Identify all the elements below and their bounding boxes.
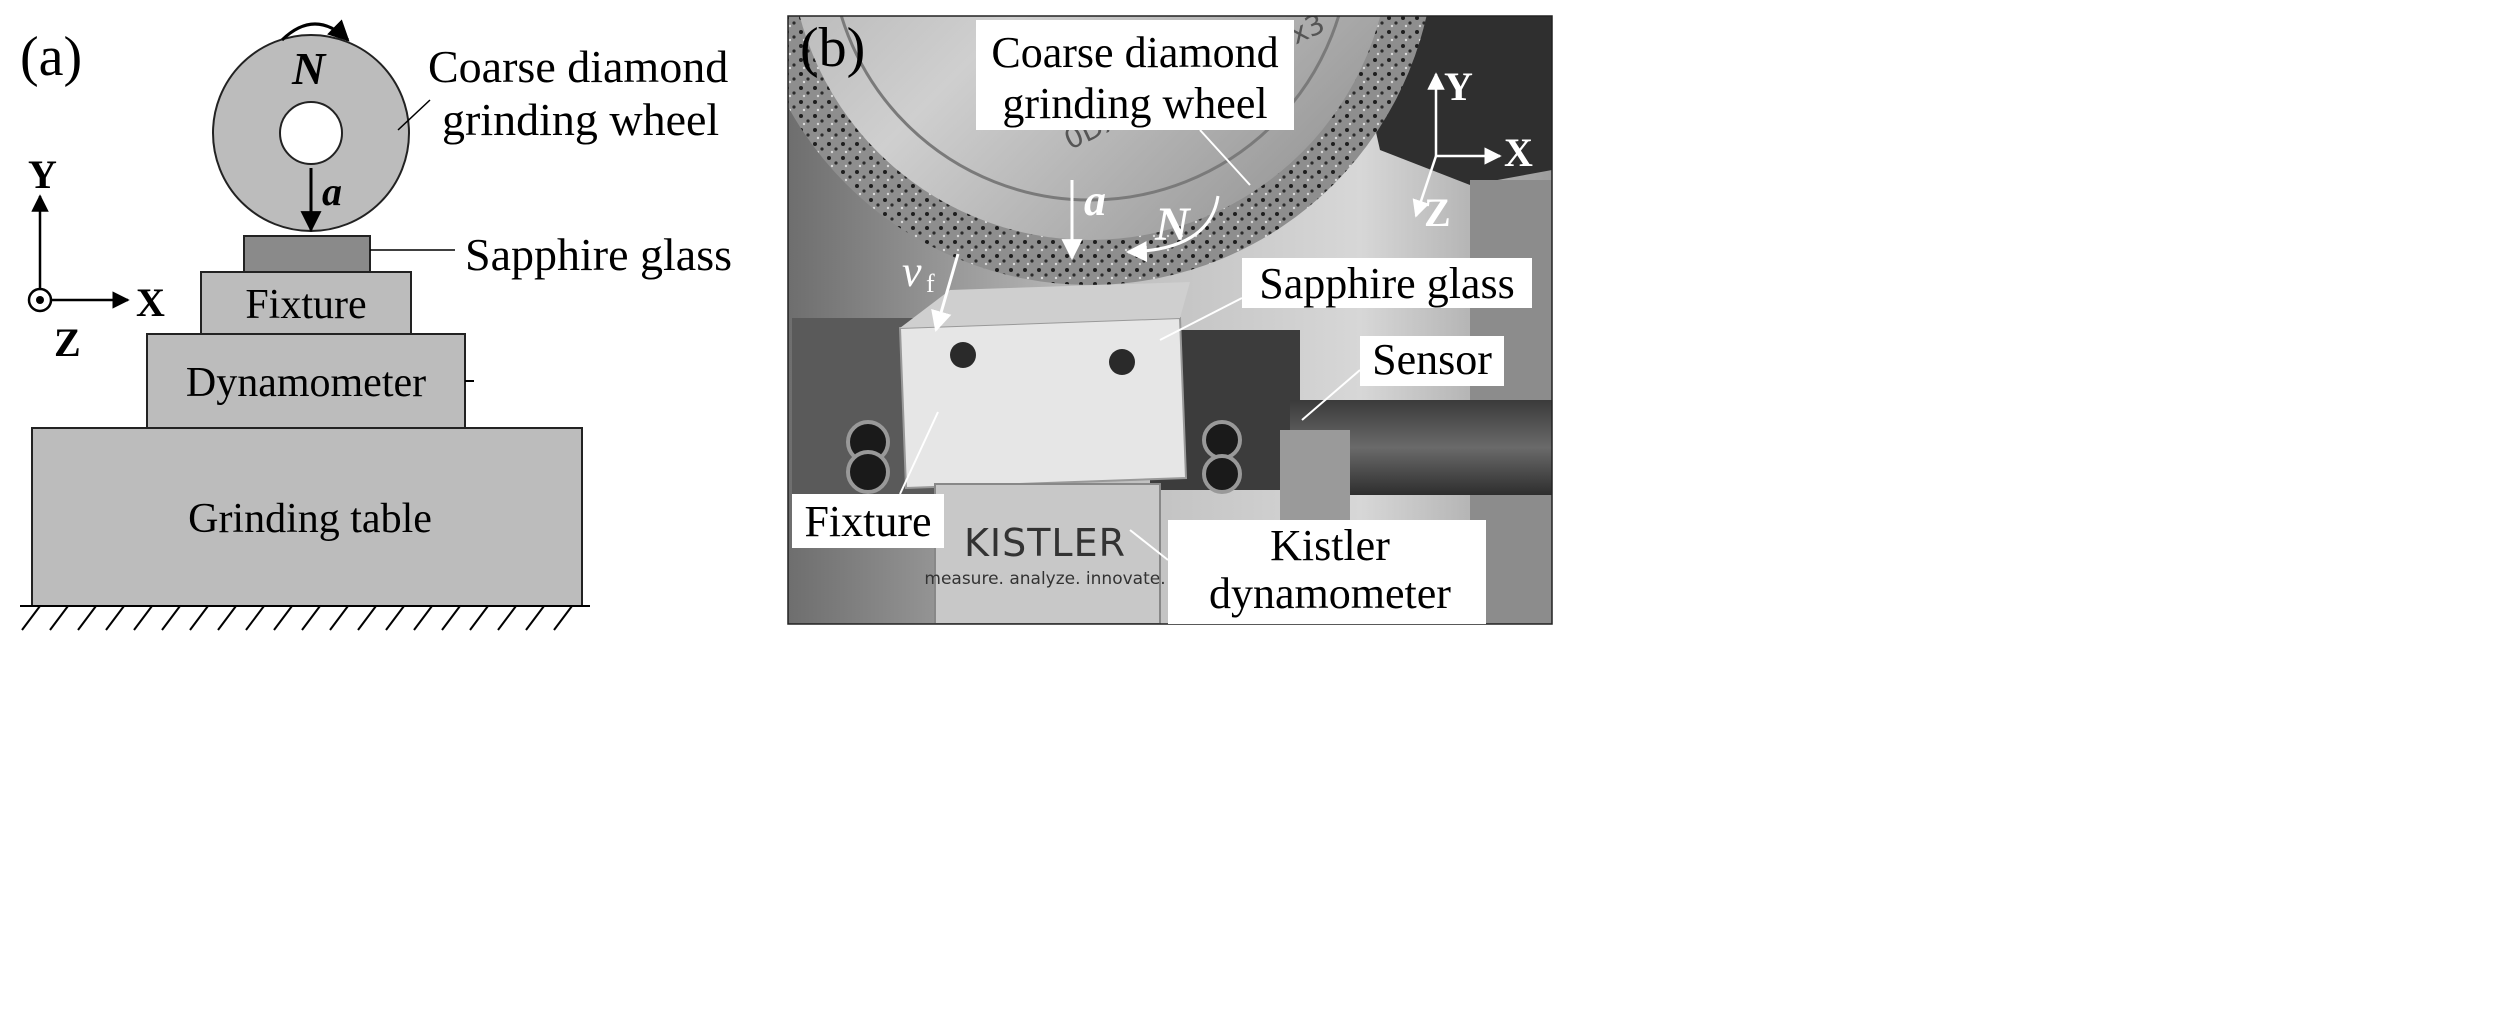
b-kistler-label-line1: Kistler: [1270, 521, 1390, 570]
b-depth-symbol: a: [1084, 176, 1106, 225]
dynamometer-label: Dynamometer: [186, 360, 426, 406]
b-sapphire-label: Sapphire glass: [1259, 259, 1514, 308]
fixture-label-box: [792, 494, 944, 548]
wheel-label-box: [976, 20, 1294, 130]
axis-y-label: Y: [28, 152, 57, 197]
panel-a-tag: (a): [20, 26, 82, 88]
wheel-leader-line: [397, 99, 431, 131]
panel-b: 0Dx12Tx2.5Tx6Wx3 KISTLER measure. analyz…: [787, 15, 1553, 625]
b-kistler-label-line2: dynamometer: [1209, 569, 1451, 618]
fixture-label: Fixture: [245, 282, 366, 328]
axes-b: Y X Z: [1412, 64, 1533, 235]
wheel-label-line2: grinding wheel: [442, 94, 719, 145]
b-axis-x-label: X: [1504, 130, 1533, 175]
b-wheel-label-line2: grinding wheel: [1002, 79, 1267, 128]
axis-x-label: X: [136, 280, 165, 325]
b-feed-symbol: v: [902, 247, 922, 296]
kistler-slogan: measure. analyze. innovate.: [924, 569, 1165, 589]
kistler-label-box: [1168, 520, 1486, 624]
b-rotation-arrow: [1125, 195, 1220, 263]
sapphire-label-box: [1242, 258, 1532, 308]
wheel-label-line1: Coarse diamond: [428, 41, 728, 92]
b-rotation-symbol: N: [1154, 198, 1192, 251]
b-sensor-label: Sensor: [1372, 335, 1492, 384]
wheel-bore: [279, 101, 343, 165]
sensor-label-box: [1360, 336, 1504, 386]
kistler-brand: KISTLER: [964, 521, 1126, 565]
ground-hatching: [20, 605, 590, 631]
b-axis-z-label: Z: [1424, 190, 1451, 235]
table-label: Grinding table: [188, 496, 432, 542]
axes-a: Y X Z: [27, 152, 165, 365]
b-feed-arrow: [931, 253, 960, 333]
depth-symbol: a: [322, 169, 342, 214]
b-wheel-label-line1: Coarse diamond: [991, 28, 1278, 77]
b-feed-subscript: f: [926, 269, 935, 298]
photo-kistler: [934, 483, 1161, 624]
photo-sapphire: [900, 282, 1190, 328]
sapphire-label: Sapphire glass: [465, 229, 732, 280]
dynamometer-block: [146, 333, 466, 429]
b-axis-y-label: Y: [1444, 64, 1473, 109]
b-fixture-label: Fixture: [804, 497, 931, 546]
grinding-table: [31, 427, 583, 607]
panel-a: (a) N a Coarse diamond grinding wheel Sa…: [20, 19, 732, 631]
panel-b-tag: (b): [800, 17, 865, 79]
axis-z-label: Z: [54, 320, 81, 365]
rotation-symbol: N: [291, 43, 327, 94]
photo-fixture: [898, 316, 1188, 490]
rotation-arrow: [280, 19, 350, 42]
sapphire-glass: [243, 235, 371, 273]
